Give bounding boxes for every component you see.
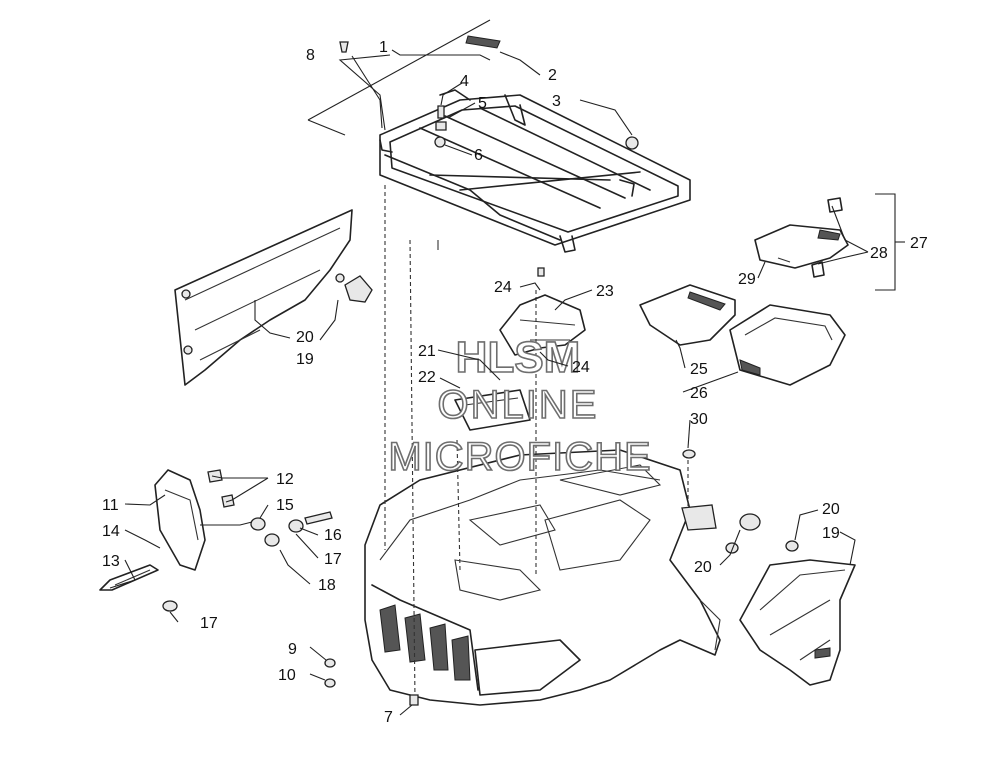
callout-labels: 1 2 3 4 5 6 7 8 9 10 11 12 13 14 15 16 1… (102, 39, 928, 726)
callout-10: 10 (278, 667, 296, 684)
callout-19a: 19 (296, 351, 314, 368)
callout-30: 30 (690, 411, 708, 428)
front-body (364, 449, 721, 706)
callout-20a: 20 (296, 329, 314, 346)
callout-2: 2 (548, 67, 557, 84)
callout-3: 3 (552, 93, 561, 110)
callout-15: 15 (276, 497, 294, 514)
left-side-panel (174, 209, 373, 386)
callout-13: 13 (102, 553, 120, 570)
watermark-line-3: MICROFICHE (388, 435, 651, 479)
callout-19b: 19 (822, 525, 840, 542)
callout-21: 21 (418, 343, 436, 360)
headlight-assembly (99, 469, 333, 612)
callout-6: 6 (474, 147, 483, 164)
vent-cover (499, 294, 586, 356)
watermark-line-2: ONLINE (438, 383, 599, 427)
callout-8: 8 (306, 47, 315, 64)
storage-lid (639, 284, 736, 346)
callout-16: 16 (324, 527, 342, 544)
storage-box (729, 304, 846, 386)
reference-lines (384, 185, 689, 701)
leader-lines (109, 19, 905, 716)
callout-22: 22 (418, 369, 436, 386)
callout-17a: 17 (324, 551, 342, 568)
callout-27: 27 (910, 235, 928, 252)
callout-1: 1 (379, 39, 388, 56)
front-rack (379, 89, 691, 253)
callout-24a: 24 (494, 279, 512, 296)
small-fasteners (324, 41, 545, 706)
callout-26: 26 (690, 385, 708, 402)
callout-18: 18 (318, 577, 336, 594)
right-side-panel (681, 449, 856, 686)
callout-17b: 17 (200, 615, 218, 632)
callout-4: 4 (460, 73, 469, 90)
callout-28: 28 (870, 245, 888, 262)
watermark: HLSM ONLINE MICROFICHE (388, 332, 652, 480)
callout-9: 9 (288, 641, 297, 658)
watermark-line-1: HLSM (456, 333, 581, 382)
rack-decal (465, 35, 501, 49)
callout-24b: 24 (572, 359, 590, 376)
callout-11: 11 (102, 497, 119, 514)
callout-20c: 20 (694, 559, 712, 576)
callout-12: 12 (276, 471, 294, 488)
callout-25: 25 (690, 361, 708, 378)
callout-14: 14 (102, 523, 120, 540)
callout-29: 29 (738, 271, 756, 288)
access-panel (454, 389, 531, 431)
gauge-cover (754, 197, 849, 278)
callout-5: 5 (478, 95, 487, 112)
callout-23: 23 (596, 283, 614, 300)
callout-7: 7 (384, 709, 393, 726)
callout-20b: 20 (822, 501, 840, 518)
